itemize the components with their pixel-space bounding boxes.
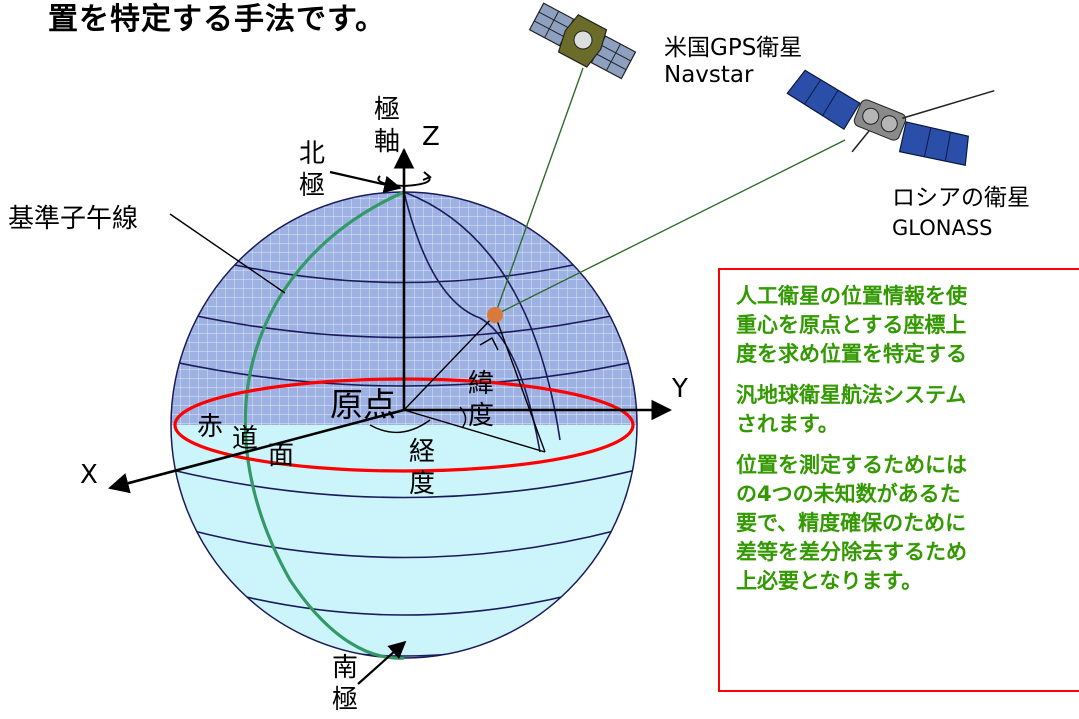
origin-label: 原点 bbox=[330, 385, 396, 424]
explanation-box: 人工衛星の位置情報を使 重心を原点とする座標上 度を求め位置を特定する 汎地球衛… bbox=[718, 268, 1079, 692]
latitude-label: 緯度 bbox=[467, 369, 494, 431]
explanation-paragraph-3: 位置を測定するためには の4つの未知数があるた 要で、精度確保のために 差等を差… bbox=[736, 453, 967, 593]
glonass-satellite-icon bbox=[786, 69, 995, 166]
z-axis-label: Z bbox=[422, 122, 440, 152]
gps-satellite-label: 米国GPS衛星 bbox=[664, 35, 803, 61]
glonass-satellite-label: ロシアの衛星 bbox=[892, 185, 1030, 211]
south-pole-label: 南極 bbox=[331, 653, 358, 715]
signal-lines bbox=[494, 67, 846, 316]
prime-meridian-label: 基準子午線 bbox=[8, 204, 139, 234]
y-axis-label: Y bbox=[672, 374, 688, 404]
page-heading: 置を特定する手法です。 bbox=[48, 2, 386, 37]
explanation-paragraph-1: 人工衛星の位置情報を使 重心を原点とする座標上 度を求め位置を特定する bbox=[736, 284, 967, 366]
prime-meridian-line bbox=[243, 190, 405, 660]
coordinate-axes bbox=[107, 147, 673, 494]
equator-label-2: 道 bbox=[232, 424, 259, 454]
angle-construction bbox=[369, 314, 546, 453]
glonass-satellite-name: GLONASS bbox=[892, 216, 993, 240]
rotation-arrow-icon bbox=[377, 171, 432, 188]
gps-satellite-name: Navstar bbox=[664, 62, 754, 88]
equator-label-1: 赤 bbox=[197, 412, 224, 442]
equator-label-3: 面 bbox=[268, 441, 295, 471]
north-pole-label: 北極 bbox=[298, 139, 325, 201]
position-marker bbox=[487, 307, 503, 323]
longitude-label: 経度 bbox=[408, 437, 435, 499]
south-pole-pointer bbox=[357, 640, 407, 685]
explanation-paragraph-2: 汎地球衛星航法システム されます。 bbox=[736, 383, 967, 436]
prime-meridian-leader bbox=[169, 213, 286, 294]
x-axis-label: X bbox=[80, 460, 98, 490]
gps-satellite-icon bbox=[528, 2, 637, 80]
north-pole-pointer bbox=[329, 170, 402, 194]
polar-axis-label: 極軸 bbox=[373, 95, 400, 157]
